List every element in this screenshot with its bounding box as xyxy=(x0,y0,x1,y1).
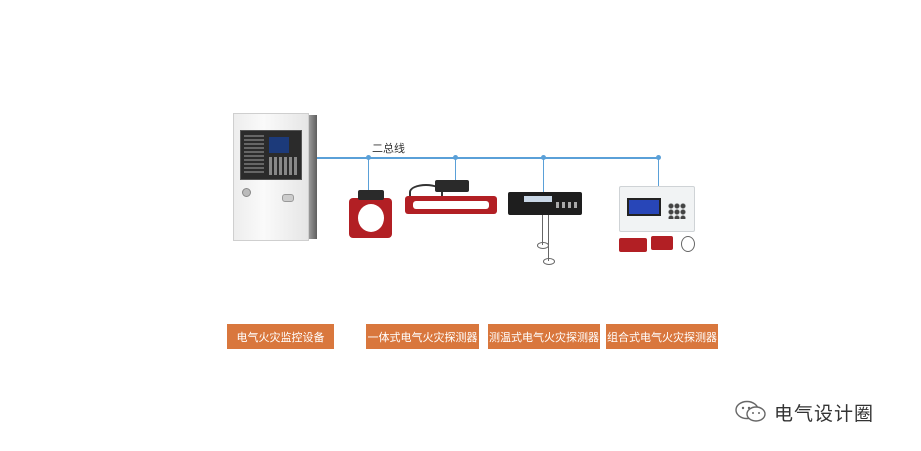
temperature-detector-image xyxy=(508,192,582,267)
bus-drop xyxy=(658,158,659,187)
label-combined-detector: 组合式电气火灾探测器 xyxy=(606,324,718,349)
label-temperature-detector: 测温式电气火灾探测器 xyxy=(488,324,600,349)
wechat-icon xyxy=(734,400,768,422)
label-monitoring-device: 电气火灾监控设备 xyxy=(227,324,334,349)
bus-drop xyxy=(455,158,456,181)
bus-drop xyxy=(543,158,544,193)
combined-detector-image xyxy=(617,186,697,258)
integrated-detector-image xyxy=(405,180,497,232)
lock-icon xyxy=(242,188,251,197)
watermark-text: 电气设计圈 xyxy=(774,399,874,426)
monitoring-cabinet-image xyxy=(233,113,317,241)
ring-detector-image xyxy=(348,190,393,238)
bus-drop xyxy=(368,158,369,191)
label-integrated-detector: 一体式电气火灾探测器 xyxy=(366,324,479,349)
bus-label: 二总线 xyxy=(372,140,405,156)
